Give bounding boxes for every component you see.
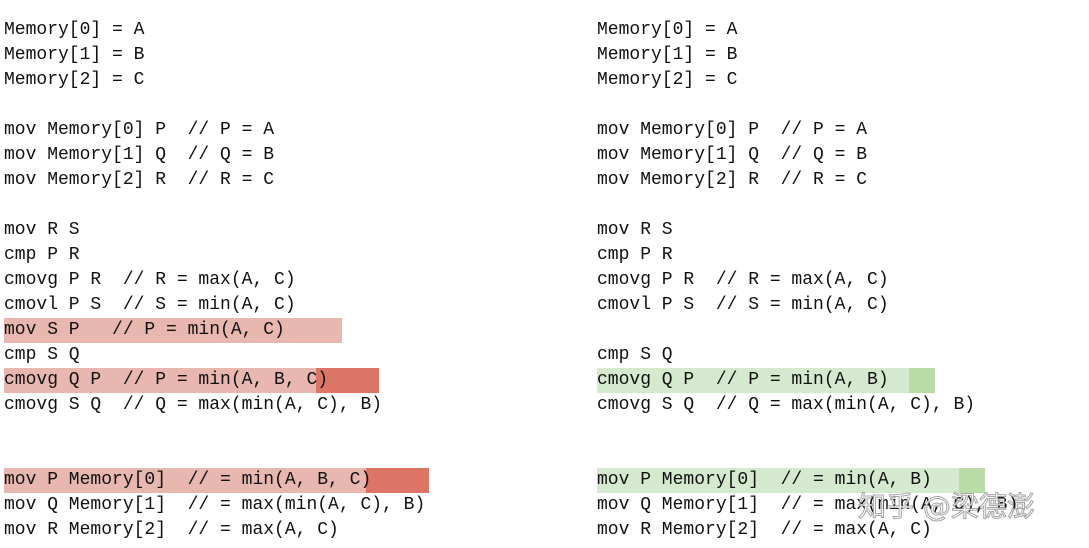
- code-line: cmovl P S // S = min(A, C): [597, 295, 889, 315]
- code-line: mov Memory[2] R // R = C: [4, 170, 275, 190]
- code-line: mov Q Memory[1] // = max(min(A, C), B): [597, 495, 1019, 515]
- code-line: mov Memory[1] Q // Q = B: [597, 145, 868, 165]
- code-line: Memory[2] = C: [597, 70, 738, 90]
- code-line: mov R S: [4, 220, 80, 240]
- code-line: mov R Memory[2] // = max(A, C): [4, 520, 339, 540]
- code-line: mov R S: [597, 220, 673, 240]
- highlight-right-cmovg-q-p-b: [909, 368, 935, 393]
- highlight-left-store-p: [4, 468, 369, 493]
- highlight-right-cmovg-q-p: [597, 368, 935, 393]
- code-line: cmp S Q: [597, 345, 673, 365]
- code-line: cmovg P R // R = max(A, C): [597, 270, 889, 290]
- highlight-left-store-p-bc: [366, 468, 429, 493]
- code-line: Memory[1] = B: [597, 45, 738, 65]
- highlight-left-mov-s-p: [4, 318, 342, 343]
- highlight-left-cmovg-q-p: [4, 368, 318, 393]
- code-line: mov Memory[0] P // P = A: [4, 120, 275, 140]
- highlight-right-store-p: [597, 468, 985, 493]
- code-line: mov Q Memory[1] // = max(min(A, C), B): [4, 495, 426, 515]
- code-line: mov R Memory[2] // = max(A, C): [597, 520, 932, 540]
- code-line: cmovg S Q // Q = max(min(A, C), B): [597, 395, 976, 415]
- highlight-left-cmovg-q-p-bc: [316, 368, 379, 393]
- code-line: cmp P R: [4, 245, 80, 265]
- code-line: cmovg Q P // P = min(A, B, C): [4, 370, 329, 390]
- code-line: cmp S Q: [4, 345, 80, 365]
- code-line: Memory[0] = A: [597, 20, 738, 40]
- code-line: cmp P R: [597, 245, 673, 265]
- code-line: Memory[0] = A: [4, 20, 145, 40]
- code-line: mov P Memory[0] // = min(A, B): [597, 470, 932, 490]
- code-line: cmovg Q P // P = min(A, B): [597, 370, 889, 390]
- code-line: mov Memory[0] P // P = A: [597, 120, 868, 140]
- code-line: cmovl P S // S = min(A, C): [4, 295, 296, 315]
- code-line: cmovg P R // R = max(A, C): [4, 270, 296, 290]
- code-line: mov Memory[1] Q // Q = B: [4, 145, 275, 165]
- code-line: Memory[2] = C: [4, 70, 145, 90]
- code-line: mov P Memory[0] // = min(A, B, C): [4, 470, 372, 490]
- code-line: cmovg S Q // Q = max(min(A, C), B): [4, 395, 383, 415]
- highlight-right-store-p-b: [959, 468, 985, 493]
- code-line: mov Memory[2] R // R = C: [597, 170, 868, 190]
- code-line: Memory[1] = B: [4, 45, 145, 65]
- code-line: mov S P // P = min(A, C): [4, 320, 285, 340]
